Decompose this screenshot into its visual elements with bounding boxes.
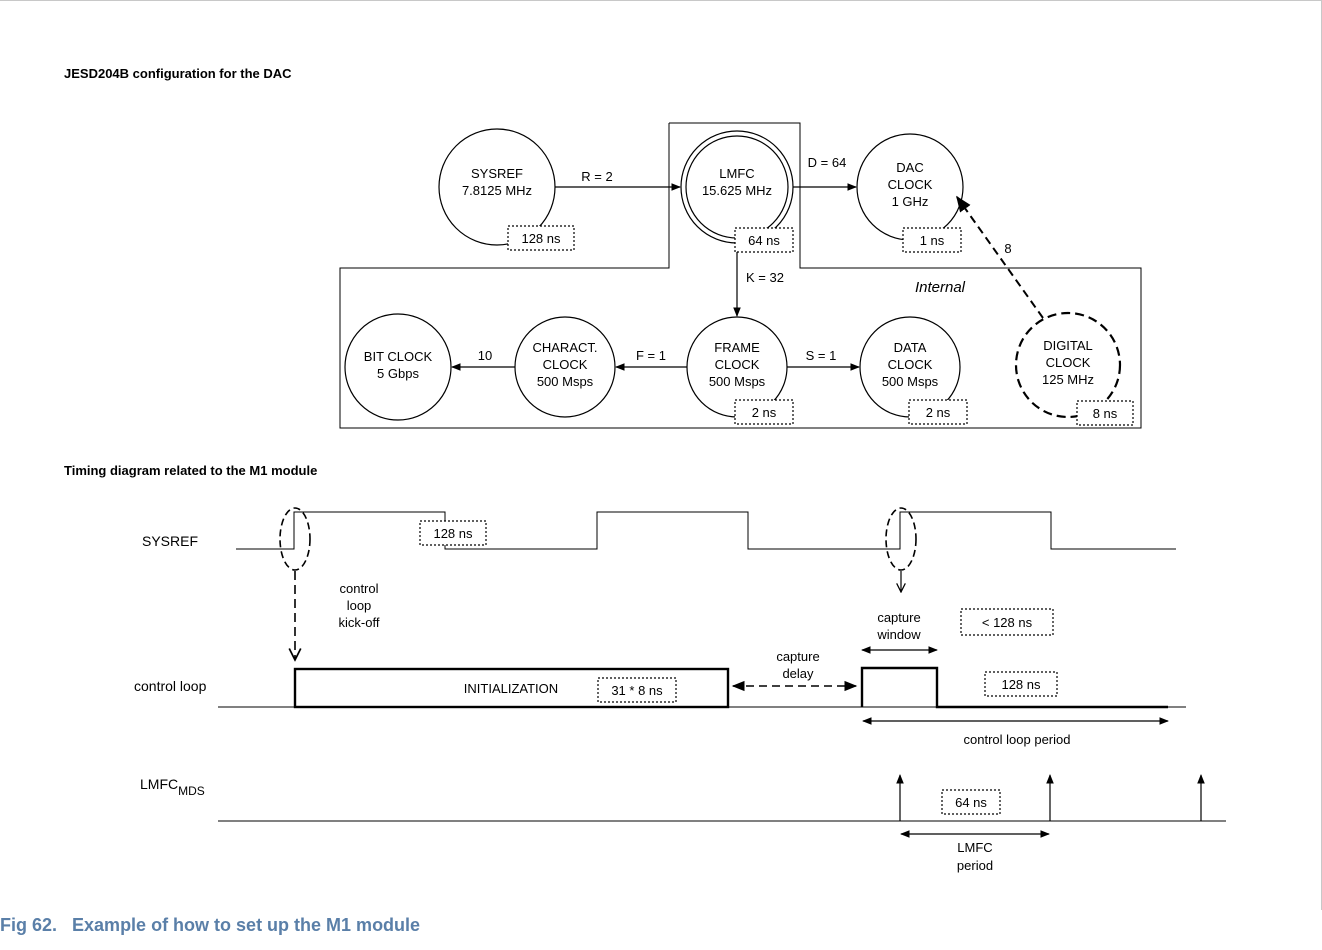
capture-window-pulse	[860, 666, 1168, 709]
figure-caption: Fig 62. Example of how to set up the M1 …	[0, 915, 420, 936]
box-lmfc-period: 64 ns	[955, 795, 987, 810]
node-dac-period: 1 ns	[920, 233, 945, 248]
kickoff-line3: kick-off	[339, 615, 380, 630]
internal-region-outline	[339, 122, 1142, 429]
edge-lmfc-dac-label: D = 64	[808, 155, 847, 170]
node-frame-line3: 500 Msps	[709, 374, 766, 389]
node-bit-clock: BIT CLOCK 5 Gbps	[344, 313, 452, 421]
node-frame-period: 2 ns	[752, 405, 777, 420]
node-digital-period: 8 ns	[1093, 406, 1118, 421]
node-frame-line2: CLOCK	[715, 357, 760, 372]
node-data-line3: 500 Msps	[882, 374, 939, 389]
node-data-line1: DATA	[894, 340, 927, 355]
sysref-edge-marker-2	[885, 507, 917, 571]
figure-caption-text: Example of how to set up the M1 module	[72, 915, 421, 935]
node-dac-line1: DAC	[896, 160, 923, 175]
node-lmfc-line2: 15.625 MHz	[702, 183, 772, 198]
control-loop-period-label: control loop period	[964, 732, 1071, 747]
capture-window-line2: window	[876, 627, 921, 642]
signal-lmfc-label: LMFCMDS	[140, 776, 205, 798]
edge-digital-dac-label: 8	[1004, 241, 1011, 256]
node-sysref-line2: 7.8125 MHz	[462, 183, 532, 198]
timing-section-title: Timing diagram related to the M1 module	[64, 463, 318, 478]
capture-window-label: capture window	[876, 610, 921, 642]
box-initialization-time: 31 * 8 ns	[611, 683, 663, 698]
box-capture-window-max: < 128 ns	[982, 615, 1033, 630]
lmfc-period-line2: period	[957, 858, 993, 873]
edge-sysref-lmfc-label: R = 2	[581, 169, 612, 184]
signal-lmfc-main: LMFC	[140, 776, 178, 792]
capture-delay-line2: delay	[782, 666, 814, 681]
capture-window-line1: capture	[877, 610, 920, 625]
kickoff-line1: control	[339, 581, 378, 596]
capture-delay-line1: capture	[776, 649, 819, 664]
node-data-line2: CLOCK	[888, 357, 933, 372]
edge-frame-charact-label: F = 1	[636, 348, 666, 363]
kickoff-label: control loop kick-off	[339, 581, 380, 630]
figure-caption-label: Fig 62.	[0, 915, 58, 935]
node-digital-clock: DIGITAL CLOCK 125 MHz 8 ns	[1014, 311, 1134, 426]
node-frame-clock: FRAME CLOCK 500 Msps 2 ns	[686, 316, 794, 425]
node-charact-line3: 500 Msps	[537, 374, 594, 389]
box-control-loop-period: 128 ns	[1001, 677, 1041, 692]
node-dac-line2: CLOCK	[888, 177, 933, 192]
node-sysref: SYSREF 7.8125 MHz 128 ns	[438, 128, 575, 251]
edge-lmfc-frame-label: K = 32	[746, 270, 784, 285]
signal-lmfc-sub: MDS	[178, 784, 205, 798]
signal-control-loop-label: control loop	[134, 678, 207, 694]
node-frame-line1: FRAME	[714, 340, 760, 355]
edge-digital-dac	[956, 195, 1044, 319]
node-charact-line2: CLOCK	[543, 357, 588, 372]
node-charact-line1: CHARACT.	[532, 340, 597, 355]
signal-sysref-label: SYSREF	[142, 533, 198, 549]
node-sysref-period: 128 ns	[521, 231, 561, 246]
node-digital-line2: CLOCK	[1046, 355, 1091, 370]
node-data-period: 2 ns	[926, 405, 951, 420]
sysref-edge-marker-1	[279, 507, 311, 571]
node-bit-line1: BIT CLOCK	[364, 349, 433, 364]
edge-charact-bit-label: 10	[478, 348, 492, 363]
lmfc-period-label: LMFC period	[957, 840, 993, 873]
initialization-label: INITIALIZATION	[464, 681, 558, 696]
node-sysref-line1: SYSREF	[471, 166, 523, 181]
kickoff-line2: loop	[347, 598, 372, 613]
internal-region-label: Internal	[915, 279, 966, 296]
node-dac-clock: DAC CLOCK 1 GHz 1 ns	[856, 133, 964, 253]
node-digital-line1: DIGITAL	[1043, 338, 1093, 353]
figure-diagram: Internal SYSREF 7.8125 MHz 128 ns LMFC 1…	[134, 122, 1226, 873]
node-lmfc: LMFC 15.625 MHz 64 ns	[680, 130, 794, 253]
node-digital-line3: 125 MHz	[1042, 372, 1094, 387]
edge-frame-data-label: S = 1	[806, 348, 837, 363]
node-lmfc-period: 64 ns	[748, 233, 780, 248]
sysref-waveform	[236, 511, 1176, 550]
node-charact-clock: CHARACT. CLOCK 500 Msps	[514, 316, 616, 418]
node-data-clock: DATA CLOCK 500 Msps 2 ns	[859, 316, 968, 425]
node-bit-line2: 5 Gbps	[377, 366, 419, 381]
node-lmfc-line1: LMFC	[719, 166, 754, 181]
capture-delay-label: capture delay	[776, 649, 819, 681]
config-section-title: JESD204B configuration for the DAC	[64, 66, 292, 81]
lmfc-period-line1: LMFC	[957, 840, 992, 855]
box-sysref-period: 128 ns	[433, 526, 473, 541]
node-dac-line3: 1 GHz	[892, 194, 929, 209]
